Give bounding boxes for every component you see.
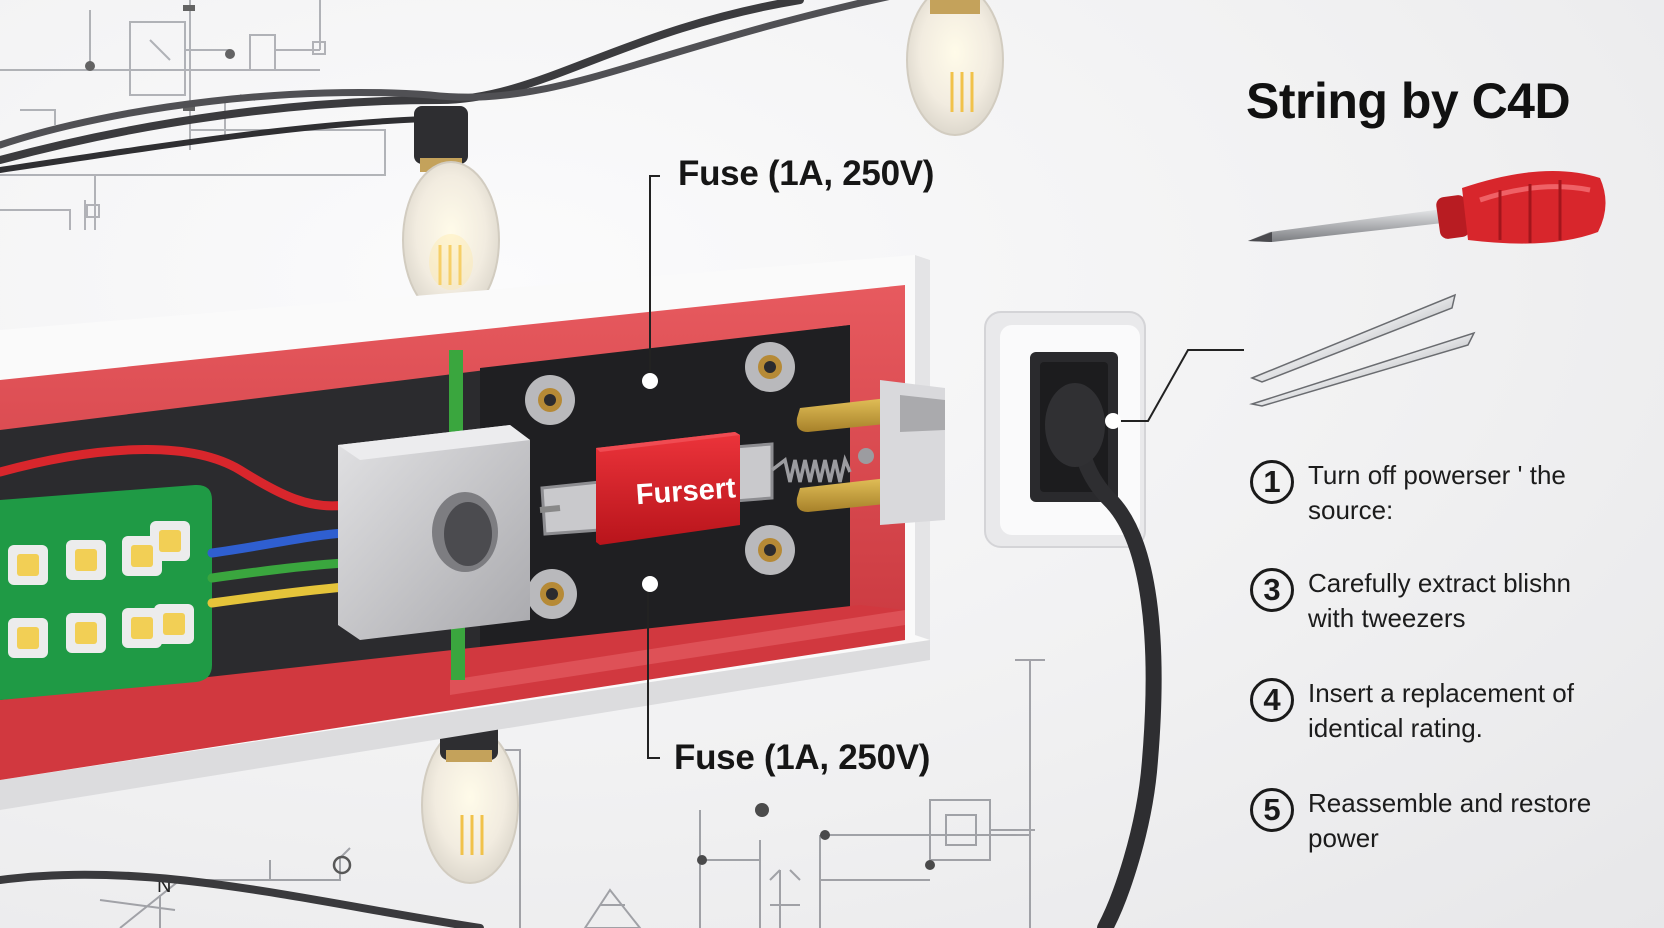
callout-marker-top [642, 373, 658, 389]
wire-connector-block [338, 425, 530, 640]
brass-terminals [796, 380, 945, 525]
fuse-callout-top: Fuse (1A, 250V) [678, 154, 935, 193]
step-text: Turn off powerser ' the source: [1308, 460, 1566, 525]
colored-wires [0, 445, 350, 608]
step-item: 5 Reassemble and restore power [1250, 786, 1608, 856]
tweezers-icon [1249, 293, 1476, 407]
step-number-badge: 1 [1250, 460, 1294, 504]
step-text: Reassemble and restore power [1308, 788, 1592, 853]
power-cord [1045, 383, 1162, 928]
step-text: Insert a replacement of identical rating… [1308, 678, 1574, 743]
fuse-body-label: Fursert [635, 472, 737, 511]
step-number-badge: 5 [1250, 788, 1294, 832]
step-number-badge: 4 [1250, 678, 1294, 722]
step-item: 1 Turn off powerser ' the source: [1250, 458, 1608, 528]
callout-marker-bottom [642, 576, 658, 592]
screw-post [525, 342, 795, 619]
screwdriver-icon [1248, 170, 1606, 244]
bulb-top-right [906, 0, 1004, 136]
schematic-background-top [0, 0, 386, 230]
bulb-top-left [402, 106, 500, 319]
fuse-callout-bottom: Fuse (1A, 250V) [674, 738, 931, 777]
fuse-component: Fursert [596, 432, 740, 545]
led-pcb-board [0, 484, 212, 700]
bulb-bottom [421, 720, 519, 884]
callout-marker-outlet [1105, 413, 1121, 429]
step-item: 3 Carefully extract blishn with tweezers [1250, 566, 1608, 636]
step-item: 4 Insert a replacement of identical rati… [1250, 676, 1608, 746]
step-number-badge: 3 [1250, 568, 1294, 612]
step-text: Carefully extract blishn with tweezers [1308, 568, 1571, 633]
page-title: String by C4D [1246, 73, 1571, 129]
light-string-cable [0, 0, 890, 928]
callout-leader-lines [647, 175, 1244, 759]
